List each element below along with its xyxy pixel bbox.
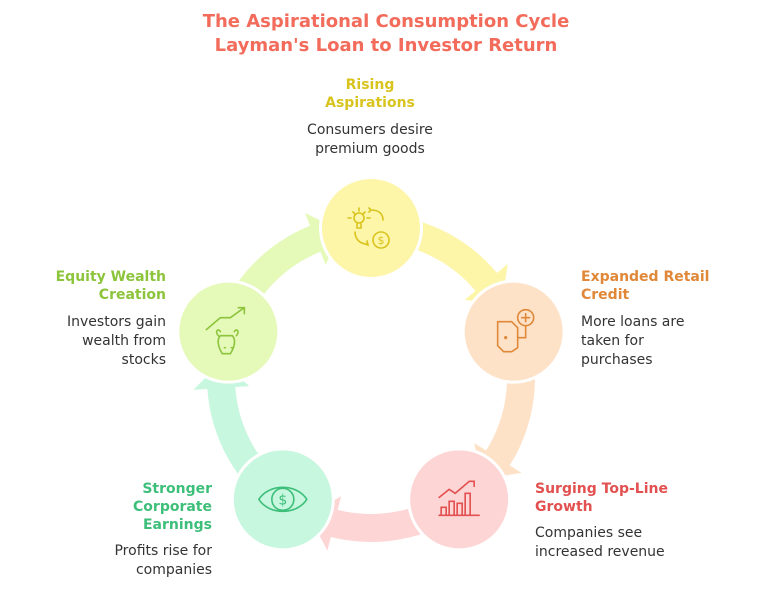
- title-line: Equity Wealth: [55, 269, 166, 285]
- title-line-2: Layman's Loan to Investor Return: [214, 35, 558, 56]
- stage-circle: [410, 450, 509, 549]
- stage-desc-expanded-credit: More loans are taken for purchases: [581, 313, 684, 370]
- desc-line: increased revenue: [535, 544, 665, 560]
- cycle-arrow: [474, 362, 535, 480]
- svg-text:$: $: [278, 492, 287, 508]
- cycle-arrow: [193, 361, 269, 487]
- stage-title-rising-aspirations: Rising Aspirations: [300, 76, 440, 112]
- stage-circle: [464, 282, 563, 381]
- desc-line: stocks: [121, 352, 166, 368]
- lightbulb-money-cycle-icon: $: [347, 207, 390, 249]
- svg-text:$: $: [378, 234, 385, 247]
- desc-line: purchases: [581, 352, 653, 368]
- desc-line: companies: [135, 562, 212, 578]
- desc-line: premium goods: [315, 141, 425, 157]
- stage-circle: [179, 282, 278, 381]
- desc-line: Consumers desire: [307, 122, 433, 138]
- desc-line: taken for: [581, 333, 644, 349]
- desc-line: wealth from: [82, 333, 166, 349]
- stage-title-stronger-earnings: Stronger Corporate Earnings: [60, 480, 212, 534]
- desc-line: Profits rise for: [114, 543, 212, 559]
- desc-line: More loans are: [581, 314, 685, 330]
- stage-desc-surging-growth: Companies see increased revenue: [535, 524, 665, 562]
- stage-desc-rising-aspirations: Consumers desire premium goods: [280, 121, 460, 159]
- bar-chart-growth-icon: [438, 480, 480, 517]
- desc-line: Companies see: [535, 525, 643, 541]
- title-line: Expanded Retail: [581, 269, 710, 285]
- eye-dollar-icon: $: [257, 486, 308, 513]
- title-line: Surging Top-Line: [535, 481, 668, 497]
- title-line: Rising: [345, 77, 395, 93]
- title-line: Stronger: [142, 481, 212, 497]
- title-line: Aspirations: [325, 95, 415, 111]
- wallet-plus-icon: [496, 308, 535, 353]
- title-line: Corporate: [133, 499, 212, 515]
- stage-circle: [322, 179, 420, 277]
- stage-title-expanded-credit: Expanded Retail Credit: [581, 268, 709, 304]
- cycle-arrow: [229, 212, 342, 309]
- cycle-arrow: [400, 217, 508, 305]
- stage-title-surging-growth: Surging Top-Line Growth: [535, 480, 668, 516]
- stage-desc-equity-wealth: Investors gain wealth from stocks: [20, 313, 166, 370]
- cycle-arrow: [308, 496, 437, 551]
- bull-trend-icon: [205, 306, 246, 355]
- stage-title-equity-wealth: Equity Wealth Creation: [20, 268, 166, 304]
- title-line: Creation: [98, 287, 166, 303]
- title-line: Earnings: [142, 517, 212, 533]
- desc-line: Investors gain: [67, 314, 166, 330]
- title-line: Growth: [535, 499, 593, 515]
- stage-circle: [233, 450, 332, 549]
- title-line-1: The Aspirational Consumption Cycle: [202, 11, 570, 32]
- stage-desc-stronger-earnings: Profits rise for companies: [40, 542, 212, 580]
- title-line: Credit: [581, 287, 630, 303]
